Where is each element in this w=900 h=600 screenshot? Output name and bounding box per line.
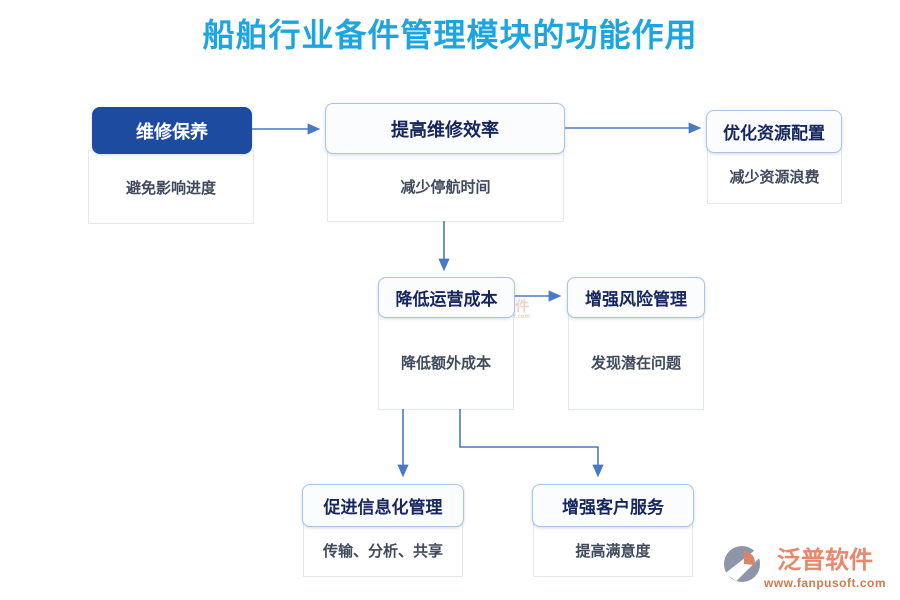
node-repair-efficiency-label: 提高维修效率: [391, 119, 499, 140]
node-risk-management-header: 增强风险管理: [567, 277, 705, 318]
node-informatization-detail: 传输、分析、共享: [322, 542, 443, 560]
node-resource-optimization-label: 优化资源配置: [723, 124, 825, 143]
node-operating-cost-label: 降低运营成本: [395, 290, 498, 309]
node-risk-management-label: 增强风险管理: [585, 290, 687, 309]
footer-url-text: www.fanpusoft.com: [763, 576, 886, 590]
node-risk-management-detail: 发现潜在问题: [590, 354, 681, 372]
node-operating-cost-detail: 降低额外成本: [400, 354, 491, 372]
footer-brand-text: 泛普软件: [776, 547, 873, 574]
node-maintenance-header: 维修保养: [92, 107, 252, 154]
node-informatization-header: 促进信息化管理: [302, 484, 464, 527]
footer-logo: 泛普软件 www.fanpusoft.com: [723, 545, 886, 590]
page-title: 船舶行业备件管理模块的功能作用: [202, 17, 698, 53]
node-repair-efficiency-header: 提高维修效率: [325, 103, 565, 154]
node-maintenance-detail: 避免影响进度: [125, 179, 216, 197]
node-informatization-label: 促进信息化管理: [323, 498, 443, 517]
node-repair-efficiency-detail: 减少停航时间: [400, 178, 491, 196]
node-customer-service-body: 提高满意度: [533, 523, 693, 577]
node-maintenance-body: 避免影响进度: [88, 150, 254, 224]
node-operating-cost-header: 降低运营成本: [378, 277, 515, 318]
node-customer-service-header: 增强客户服务: [532, 484, 694, 527]
node-resource-optimization-header: 优化资源配置: [706, 110, 842, 153]
node-informatization-body: 传输、分析、共享: [303, 523, 463, 577]
node-resource-optimization-detail: 减少资源浪费: [729, 169, 820, 186]
node-risk-management-body: 发现潜在问题: [568, 314, 704, 410]
node-customer-service-label: 增强客户服务: [562, 498, 664, 517]
node-resource-optimization-body: 减少资源浪费: [707, 149, 842, 204]
node-customer-service-detail: 提高满意度: [575, 542, 651, 560]
fanpu-logo-icon: [723, 545, 760, 583]
edge-cost-to-customer-service: [459, 409, 604, 478]
node-maintenance-label: 维修保养: [136, 121, 208, 142]
